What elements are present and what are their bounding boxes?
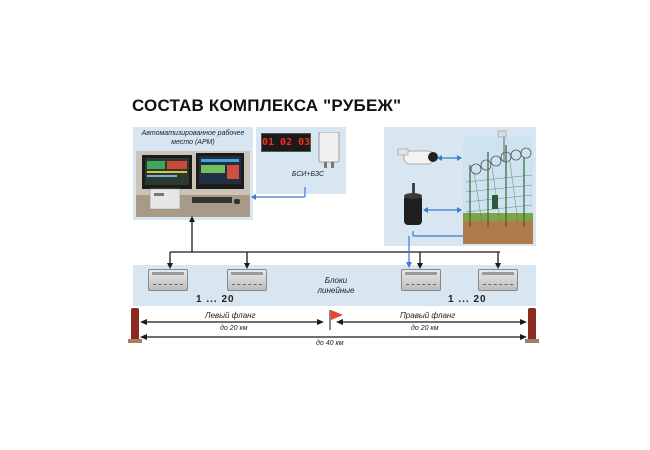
line-block-4 (478, 269, 518, 291)
line-blocks-label: Блоки линейные (317, 276, 355, 295)
right-post (525, 308, 539, 343)
perimeter-panel (384, 127, 536, 246)
arm-label: Автоматизированное рабочее место (АРМ) (141, 130, 245, 146)
left-block-count: 1 ... 20 (196, 294, 235, 305)
left-post (128, 308, 142, 343)
workstation-illustration (136, 151, 250, 217)
line-blocks-panel: 1 ... 20 1 ... 20 Блоки линейные (133, 265, 536, 306)
left-flank-distance: до 20 км (220, 325, 248, 332)
line-block-3 (401, 269, 441, 291)
siren-box (318, 132, 340, 168)
right-block-count: 1 ... 20 (448, 294, 487, 305)
diagram-title: СОСТАВ КОМПЛЕКСА "РУБЕЖ" (132, 96, 402, 115)
counter-digits: 01 02 03 (262, 137, 311, 148)
display-panel: 01 02 03 БСИ+БЗС (256, 127, 346, 194)
right-flank-label: Правый фланг (400, 311, 456, 320)
arm-panel: Автоматизированное рабочее место (АРМ) (133, 127, 253, 220)
display-label: БСИ+БЗС (291, 171, 325, 178)
right-flank-distance: до 20 км (411, 325, 439, 332)
line-block-2 (227, 269, 267, 291)
left-flank-label: Левый фланг (205, 311, 256, 320)
counter-display: 01 02 03 (261, 133, 311, 152)
total-distance: до 40 км (316, 340, 344, 347)
line-block-1 (148, 269, 188, 291)
perimeter-illustration (397, 130, 533, 244)
